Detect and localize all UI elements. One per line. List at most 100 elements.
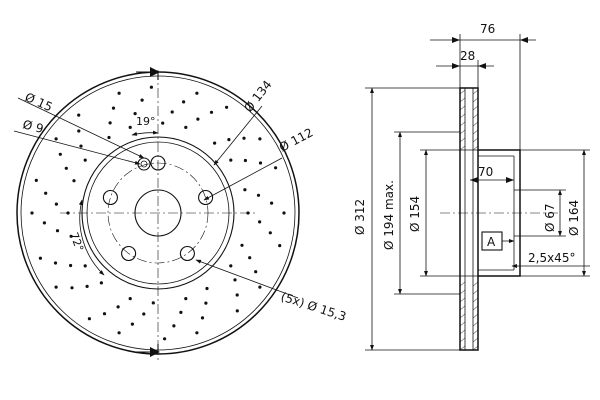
drilled-hole — [229, 264, 233, 268]
label-datum: A — [487, 235, 496, 249]
label-d164: Ø 164 — [567, 200, 581, 236]
hatch-line — [472, 289, 479, 295]
label-holes: (5x) Ø 15,3 — [279, 290, 348, 324]
drilled-hole — [258, 220, 262, 224]
drilled-hole — [69, 263, 73, 268]
drilled-hole — [268, 231, 272, 235]
hatch-line — [459, 329, 466, 335]
label-d112: Ø 112 — [277, 125, 316, 154]
drilled-hole — [170, 110, 174, 114]
drilled-hole — [54, 137, 58, 141]
drilled-hole — [161, 121, 165, 125]
drilled-hole — [235, 309, 239, 313]
dim-28-arrow-left — [452, 63, 460, 69]
drilled-hole — [117, 331, 121, 335]
drilled-hole — [77, 113, 81, 117]
drilled-hole — [243, 158, 247, 163]
leader-d9 — [13, 130, 141, 165]
label-chamfer: 2,5x45° — [528, 251, 575, 265]
hatch-line — [472, 145, 479, 151]
hatch-line — [472, 137, 479, 143]
drilled-hole — [42, 221, 47, 225]
label-d312: Ø 312 — [353, 199, 367, 235]
drilled-hole — [142, 312, 146, 316]
hatch-line — [459, 313, 466, 319]
dim-76-arrow-right — [520, 37, 528, 43]
drilled-hole — [99, 281, 103, 285]
hatch-line — [472, 313, 479, 319]
drilled-hole — [140, 98, 144, 102]
drilled-hole — [182, 100, 186, 104]
dim-70-arrow-right — [506, 177, 514, 183]
drilled-hole — [38, 256, 43, 260]
leader-d15 — [17, 97, 145, 159]
drilled-hole — [196, 117, 200, 121]
drilled-hole — [270, 201, 274, 205]
hatch-line — [472, 297, 479, 303]
label-w28: 28 — [460, 49, 475, 63]
drilled-hole — [227, 138, 231, 142]
label-angle72: 72° — [67, 231, 86, 254]
label-d9: Ø 9 — [21, 117, 45, 136]
drilled-hole — [79, 144, 83, 148]
label-d67: Ø 67 — [543, 203, 557, 232]
angle-19-arc — [131, 130, 159, 136]
hatch-line — [472, 329, 479, 335]
bolt-hole — [179, 245, 195, 262]
drilled-hole — [233, 278, 237, 282]
drilled-hole — [58, 152, 62, 156]
label-d15: Ø 15 — [23, 90, 55, 114]
dim-70-arrow-left — [470, 177, 478, 183]
drilled-hole — [128, 297, 132, 301]
label-d70: 70 — [478, 165, 493, 179]
drilled-hole — [44, 191, 48, 195]
hatch-line — [472, 345, 479, 351]
hatch-line — [459, 145, 466, 151]
hatch-line — [459, 89, 466, 95]
label-d134: Ø 134 — [241, 78, 274, 115]
drilled-hole — [205, 286, 209, 291]
drilled-hole — [209, 110, 214, 114]
drilled-hole — [55, 229, 60, 233]
drilled-hole — [258, 137, 262, 141]
drilled-hole — [235, 293, 239, 297]
drilled-hole — [107, 135, 111, 140]
drilled-hole — [246, 211, 250, 215]
drilled-hole — [195, 91, 199, 95]
leader-d112 — [203, 157, 283, 201]
drilled-hole — [213, 141, 217, 145]
drilled-hole — [184, 125, 188, 129]
hatch-line — [472, 105, 479, 111]
drilled-hole — [258, 161, 263, 165]
drilled-hole — [83, 264, 87, 268]
drilled-hole — [83, 158, 87, 162]
drilled-hole — [117, 91, 121, 95]
hatch-line — [472, 97, 479, 103]
hatch-line — [459, 121, 466, 127]
hatch-line — [459, 281, 466, 287]
drilled-hole — [54, 202, 59, 206]
drilled-hole — [130, 322, 134, 326]
drilled-hole — [278, 244, 282, 248]
bolt-holes — [102, 155, 214, 262]
drilled-holes-pattern — [30, 85, 286, 341]
drilled-hole — [254, 270, 258, 274]
front-view: Ø 15 Ø 9 19° Ø 134 Ø 112 72° (5x) Ø 15,3 — [13, 67, 348, 360]
hatch-line — [459, 129, 466, 135]
hatch-line — [459, 289, 466, 295]
drilled-hole — [243, 188, 247, 192]
hatch-line — [459, 113, 466, 119]
dim-76-arrow-left — [452, 37, 460, 43]
label-d154: Ø 154 — [408, 196, 422, 232]
drilled-hole — [30, 211, 34, 215]
drilled-hole — [248, 256, 252, 260]
drilled-hole — [133, 112, 137, 116]
hatch-line — [472, 129, 479, 135]
hatch-line — [459, 345, 466, 351]
leader-holes — [195, 259, 299, 299]
angle-72-arc — [78, 199, 105, 276]
drilled-hole — [108, 121, 112, 125]
drilled-hole — [163, 337, 167, 341]
drilled-hole — [195, 331, 199, 335]
